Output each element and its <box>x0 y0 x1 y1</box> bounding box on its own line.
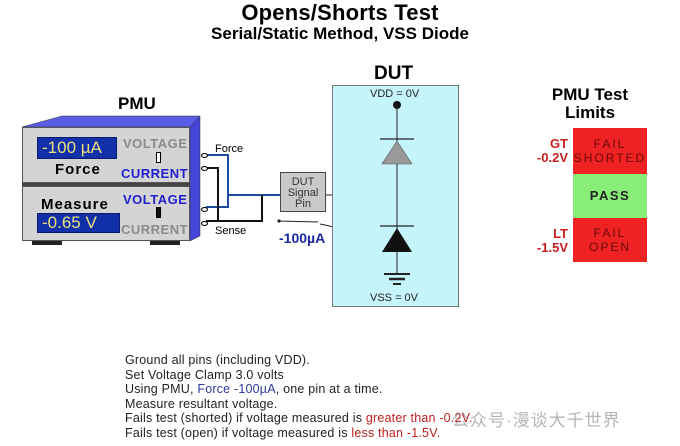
fail-shorted-zone: FAIL SHORTED <box>573 128 647 174</box>
lt-limit-label: LT -1.5V <box>520 227 568 255</box>
current-arrow-head <box>277 219 281 223</box>
dut-signal-pin: DUT Signal Pin <box>280 172 326 212</box>
pmu-top-bevel <box>21 115 201 128</box>
lt-label: LT <box>553 226 568 241</box>
note-line-5a: Fails test (shorted) if voltage measured… <box>125 411 366 425</box>
pmu-label: PMU <box>118 94 156 113</box>
fail-open-line2: OPEN <box>588 240 631 254</box>
measure-display: -0.65 V <box>37 213 120 233</box>
measure-mode-voltage[interactable]: VOLTAGE <box>123 192 188 207</box>
note-line-2: Set Voltage Clamp 3.0 volts <box>125 367 284 382</box>
limits-title-line1: PMU Test <box>551 85 629 104</box>
sense-wire <box>203 167 219 222</box>
pmu-foot-left <box>32 241 62 245</box>
force-line-label: Force <box>215 143 244 155</box>
note-line-3-force: Force -100µA <box>197 382 276 396</box>
diagram-title: Opens/Shorts Test <box>241 0 439 25</box>
procedure-notes: Ground all pins (including VDD). Set Vol… <box>125 353 473 440</box>
dut-circuit <box>380 101 414 285</box>
diagram-subtitle: Serial/Static Method, VSS Diode <box>211 24 469 43</box>
measure-mode-current[interactable]: CURRENT <box>121 222 189 237</box>
pmu-force-unit: -100 µA Force VOLTAGE CURRENT <box>22 127 208 183</box>
fail-open-line1: FAIL <box>593 226 627 240</box>
fail-open-zone: FAIL OPEN <box>573 218 647 262</box>
note-line-3c: , one pin at a time. <box>275 382 383 396</box>
vss-label: VSS = 0V <box>370 292 419 304</box>
limits-title-line2: Limits <box>564 103 616 122</box>
lower-diode-icon <box>382 228 412 252</box>
note-line-6-limit: less than -1.5V. <box>351 425 441 440</box>
pmu-unit-gap <box>22 183 190 186</box>
vdd-label: VDD = 0V <box>370 88 420 100</box>
watermark: 公众号·漫谈大千世界 <box>452 411 621 430</box>
note-line-5: Fails test (shorted) if voltage measured… <box>125 411 473 426</box>
force-mode-switch[interactable] <box>156 152 161 163</box>
pmu-side-panel <box>189 115 201 242</box>
note-line-6: Fails test (open) if voltage measured is… <box>125 426 473 441</box>
dut-pin-line3: Pin <box>295 198 311 210</box>
ground-icon <box>384 273 410 285</box>
fail-shorted-line2: SHORTED <box>573 151 647 165</box>
upper-diode-icon <box>381 140 413 165</box>
gt-value: -0.2V <box>536 150 568 165</box>
note-line-4: Measure resultant voltage. <box>125 396 278 411</box>
note-line-5-limit: greater than -0.2V. <box>365 411 473 425</box>
force-mode-voltage[interactable]: VOLTAGE <box>123 136 188 151</box>
fail-shorted-line1: FAIL <box>593 137 627 151</box>
note-line-1: Ground all pins (including VDD). <box>125 353 310 367</box>
force-display: -100 µA <box>37 137 117 159</box>
dut-pin-line2: Signal <box>287 187 319 199</box>
dut-pin-line1: DUT <box>291 176 315 188</box>
sense-to-pin-wire <box>218 195 263 222</box>
measure-terminal-low <box>201 221 208 226</box>
measure-label: Measure <box>41 196 109 213</box>
measure-terminal-high <box>201 207 208 212</box>
current-arrow-line <box>277 220 319 223</box>
note-line-3: Using PMU, Force -100µA, one pin at a ti… <box>125 382 473 397</box>
force-terminal-high <box>201 153 208 158</box>
pmu-measure-unit: Measure -0.65 V VOLTAGE CURRENT <box>22 186 208 241</box>
force-mode-current[interactable]: CURRENT <box>121 166 189 181</box>
gt-label: GT <box>549 136 568 151</box>
force-terminal-low <box>201 166 208 171</box>
measure-mode-switch[interactable] <box>156 207 161 218</box>
dut-box <box>332 85 459 307</box>
pmu-foot-right <box>150 241 180 245</box>
force-wire <box>203 154 229 208</box>
gt-limit-label: GT -0.2V <box>520 137 568 165</box>
note-line-3a: Using PMU, <box>125 382 198 396</box>
force-current-label: -100µA <box>279 230 326 246</box>
limits-title: PMU Test Limits <box>520 86 660 122</box>
pass-zone: PASS <box>573 174 647 218</box>
force-label: Force <box>55 161 101 178</box>
sense-line-label: Sense <box>215 225 247 237</box>
lt-value: -1.5V <box>536 240 568 255</box>
note-line-6a: Fails test (open) if voltage measured is <box>125 425 352 440</box>
dut-label: DUT <box>374 63 414 84</box>
